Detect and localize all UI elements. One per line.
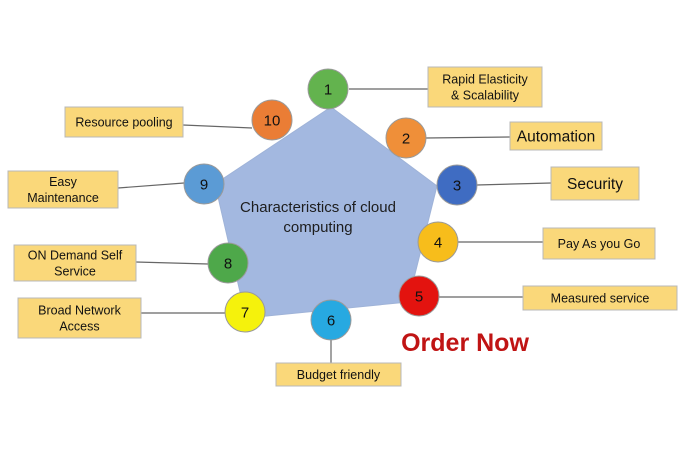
label-box-10[interactable]: Resource pooling [64, 106, 184, 138]
node-6[interactable]: 6 [310, 299, 352, 341]
label-box-1[interactable]: Rapid Elasticity & Scalability [427, 66, 543, 108]
label-box-bg-5 [522, 285, 678, 311]
node-3[interactable]: 3 [436, 164, 478, 206]
node-number-7: 7 [241, 305, 249, 322]
order-now-text[interactable]: Order Now [401, 329, 529, 357]
label-box-bg-9 [7, 170, 119, 209]
node-number-5: 5 [415, 289, 423, 306]
node-number-6: 6 [327, 313, 335, 330]
connectors [117, 88, 552, 363]
node-7[interactable]: 7 [224, 291, 266, 333]
label-text-8-line1: ON Demand Self [28, 249, 123, 263]
label-text-1-line1: Rapid Elasticity [442, 73, 528, 87]
label-box-5[interactable]: Measured service [522, 285, 678, 311]
node-9[interactable]: 9 [183, 163, 225, 205]
connector-2 [425, 136, 511, 139]
connector-10 [182, 124, 253, 129]
node-2[interactable]: 2 [385, 117, 427, 159]
node-circle-1 [307, 68, 349, 110]
label-box-bg-4 [542, 227, 656, 260]
connector-9 [117, 182, 185, 189]
node-number-10: 10 [264, 113, 281, 130]
label-text-8-line2: Service [54, 265, 96, 279]
node-number-4: 4 [434, 235, 442, 252]
connector-8 [135, 261, 209, 265]
label-text-9-line1: Easy [49, 175, 78, 189]
node-8[interactable]: 8 [207, 242, 249, 284]
label-box-6[interactable]: Budget friendly [275, 362, 402, 387]
label-box-bg-1 [427, 66, 543, 108]
label-text-9-line2: Maintenance [27, 191, 99, 205]
node-number-2: 2 [402, 131, 410, 148]
connector-3 [476, 182, 552, 186]
center-title-line1: Characteristics of cloud [240, 199, 396, 216]
node-4[interactable]: 4 [417, 221, 459, 263]
label-text-6-line1: Budget friendly [297, 368, 381, 382]
number-circles: 1 2 3 4 5 6 7 8 9 10 [183, 68, 478, 341]
node-circle-2 [385, 117, 427, 159]
label-box-2[interactable]: Automation [509, 121, 603, 151]
label-box-4[interactable]: Pay As you Go [542, 227, 656, 260]
node-10[interactable]: 10 [251, 99, 293, 141]
label-box-bg-7 [17, 297, 142, 339]
node-number-8: 8 [224, 256, 232, 273]
node-number-1: 1 [324, 82, 332, 99]
center-title-line2: computing [283, 219, 352, 236]
label-box-bg-10 [64, 106, 184, 138]
node-1[interactable]: 1 [307, 68, 349, 110]
label-text-4-line1: Pay As you Go [558, 237, 641, 251]
label-box-3[interactable]: Security [550, 166, 640, 201]
label-text-10-line1: Resource pooling [75, 116, 172, 130]
label-text-7-line1: Broad Network [38, 304, 121, 318]
label-text-2-line1: Automation [517, 129, 595, 146]
node-number-9: 9 [200, 177, 208, 194]
node-circle-9 [183, 163, 225, 205]
node-5[interactable]: 5 [398, 275, 440, 317]
node-circle-8 [207, 242, 249, 284]
label-text-5-line1: Measured service [551, 292, 650, 306]
label-box-bg-6 [275, 362, 402, 387]
node-circle-7 [224, 291, 266, 333]
label-box-bg-2 [509, 121, 603, 151]
node-number-3: 3 [453, 178, 461, 195]
label-boxes: Rapid Elasticity & ScalabilityAutomationS… [7, 66, 678, 387]
node-circle-4 [417, 221, 459, 263]
node-circle-6 [310, 299, 352, 341]
label-text-1-line2: & Scalability [451, 89, 520, 103]
label-box-bg-8 [13, 244, 137, 282]
node-circle-5 [398, 275, 440, 317]
label-text-7-line2: Access [59, 320, 99, 334]
label-box-bg-3 [550, 166, 640, 201]
node-circle-3 [436, 164, 478, 206]
node-circle-10 [251, 99, 293, 141]
label-text-3-line1: Security [567, 176, 623, 193]
